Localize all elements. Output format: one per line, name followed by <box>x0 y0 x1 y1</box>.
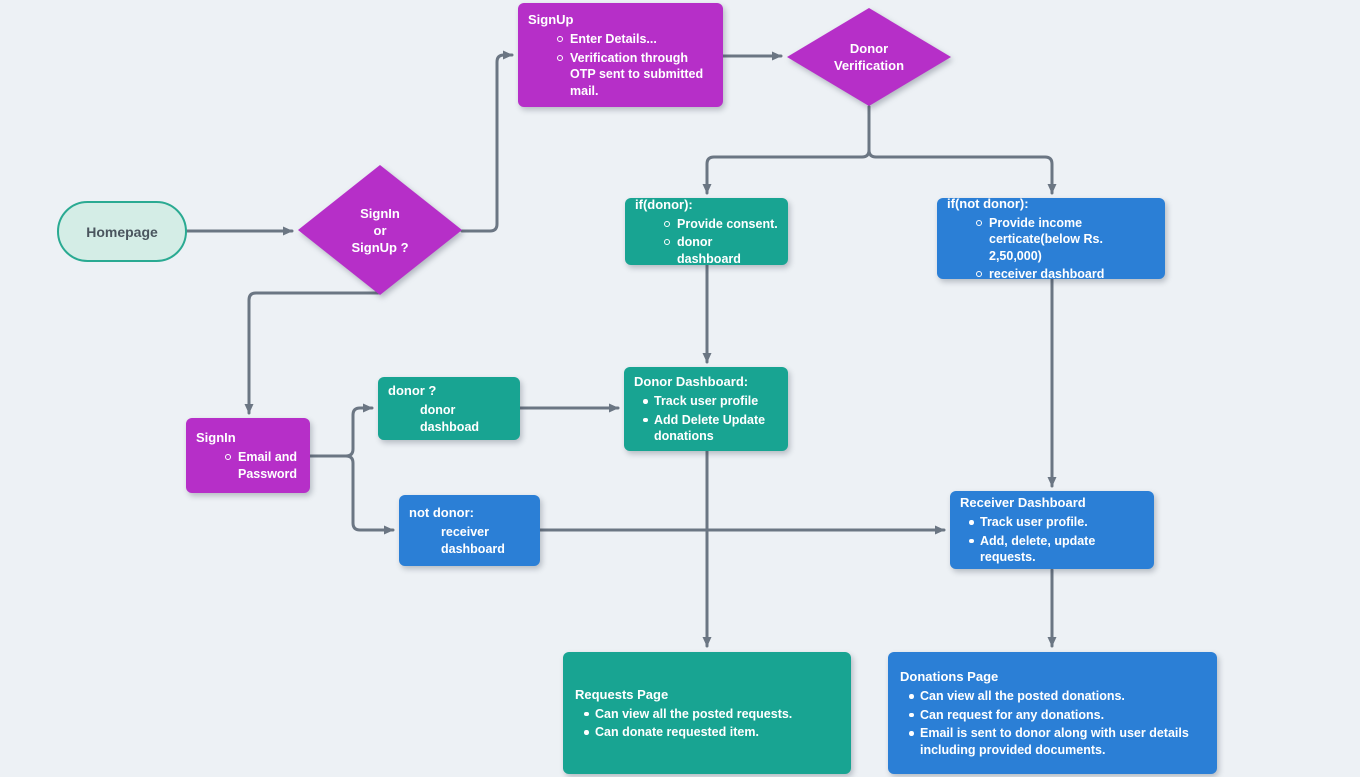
bullet-item: Can view all the posted donations. <box>909 688 1207 705</box>
bullet-item: Add, delete, update requests. <box>969 533 1144 566</box>
receiver-dashboard-bullet-list: Track user profile. Add, delete, update … <box>969 512 1144 566</box>
decision-line: or <box>373 222 387 238</box>
donor-verification-diamond-shape: Donor Verification <box>787 8 951 106</box>
edge-signin-or-signup-to-signup <box>460 50 514 233</box>
node-signin-or-signup-decision: SignIn or SignUp ? <box>298 165 462 295</box>
donations-page-bullet-list: Can view all the posted donations. Can r… <box>909 686 1207 758</box>
node-receiver-dashboard: Receiver Dashboard Track user profile. A… <box>950 491 1154 569</box>
bullet-item: Track user profile <box>643 393 778 410</box>
bullet-item: receiver dashboard <box>976 266 1155 283</box>
node-homepage: Homepage <box>57 201 187 262</box>
node-if-not-donor: if(not donor): Provide income certicate(… <box>937 195 1165 281</box>
requests-page-bullet-list: Can view all the posted requests. Can do… <box>584 704 841 741</box>
bullet-item: Email is sent to donor along with user d… <box>909 725 1207 758</box>
edge-signin-to-donor-question <box>308 403 374 458</box>
node-signin: SignIn Email and Password <box>186 418 310 493</box>
if-not-donor-title: if(not donor): <box>947 195 1029 211</box>
signin-or-signup-diamond-shape: SignIn or SignUp ? <box>298 165 462 295</box>
node-signup: SignUp Enter Details... Verification thr… <box>518 3 723 107</box>
node-donor-verification-decision: Donor Verification <box>787 8 951 106</box>
bullet-item: Can view all the posted requests. <box>584 706 841 723</box>
bullet-item: Can request for any donations. <box>909 707 1207 724</box>
signin-bullet-list: Email and Password <box>225 447 300 482</box>
bullet-item: Add Delete Update donations <box>643 412 778 445</box>
not-donor-subline: receiver dashboard <box>441 524 505 556</box>
receiver-dashboard-title: Receiver Dashboard <box>960 495 1086 511</box>
decision-line: SignUp ? <box>351 239 409 255</box>
edge-signin-to-not-donor <box>308 454 395 535</box>
node-not-donor: not donor: receiver dashboard <box>399 495 540 566</box>
bullet-item: Provide consent. <box>664 216 778 231</box>
edge-signin-or-signup-to-signin <box>244 291 380 415</box>
homepage-label: Homepage <box>86 223 158 240</box>
donor-question-title: donor ? <box>388 382 437 398</box>
node-donor-dashboard: Donor Dashboard: Track user profile Add … <box>624 367 788 451</box>
decision-line: Donor <box>849 41 889 56</box>
donor-dashboard-title: Donor Dashboard: <box>634 374 749 390</box>
bullet-item: Email and Password <box>225 449 300 482</box>
if-donor-title: if(donor): <box>635 196 693 212</box>
node-donations-page: Donations Page Can view all the posted d… <box>888 652 1217 774</box>
not-donor-title: not donor: <box>409 504 474 520</box>
edge-donor-verification-to-if-donor <box>702 105 871 195</box>
bullet-item: Provide income certicate(below Rs. 2,50,… <box>976 215 1155 265</box>
node-donor-question: donor ? donor dashboad <box>378 377 520 440</box>
donor-question-subline: donor dashboad <box>420 402 480 434</box>
donations-page-title: Donations Page <box>900 669 999 684</box>
decision-line: SignIn <box>360 205 400 221</box>
signin-title: SignIn <box>196 430 236 445</box>
bullet-item: Verification through OTP sent to submitt… <box>557 50 713 100</box>
decision-line: Verification <box>833 58 905 73</box>
donor-dashboard-bullet-list: Track user profile Add Delete Update don… <box>643 391 778 445</box>
signup-title: SignUp <box>528 12 574 27</box>
node-if-donor: if(donor): Provide consent. donor dashbo… <box>625 196 788 268</box>
bullet-item: donor dashboard <box>664 234 778 267</box>
if-donor-bullet-list: Provide consent. donor dashboard <box>664 214 778 268</box>
bullet-item: Track user profile. <box>969 514 1144 531</box>
bullet-item: Enter Details... <box>557 31 713 48</box>
edge-donor-verification-to-if-not-donor <box>867 105 1057 195</box>
requests-page-title: Requests Page <box>575 686 669 702</box>
if-not-donor-bullet-list: Provide income certicate(below Rs. 2,50,… <box>976 213 1155 283</box>
signup-bullet-list: Enter Details... Verification through OT… <box>557 29 713 100</box>
bullet-item: Can donate requested item. <box>584 724 841 741</box>
node-requests-page: Requests Page Can view all the posted re… <box>563 652 851 774</box>
